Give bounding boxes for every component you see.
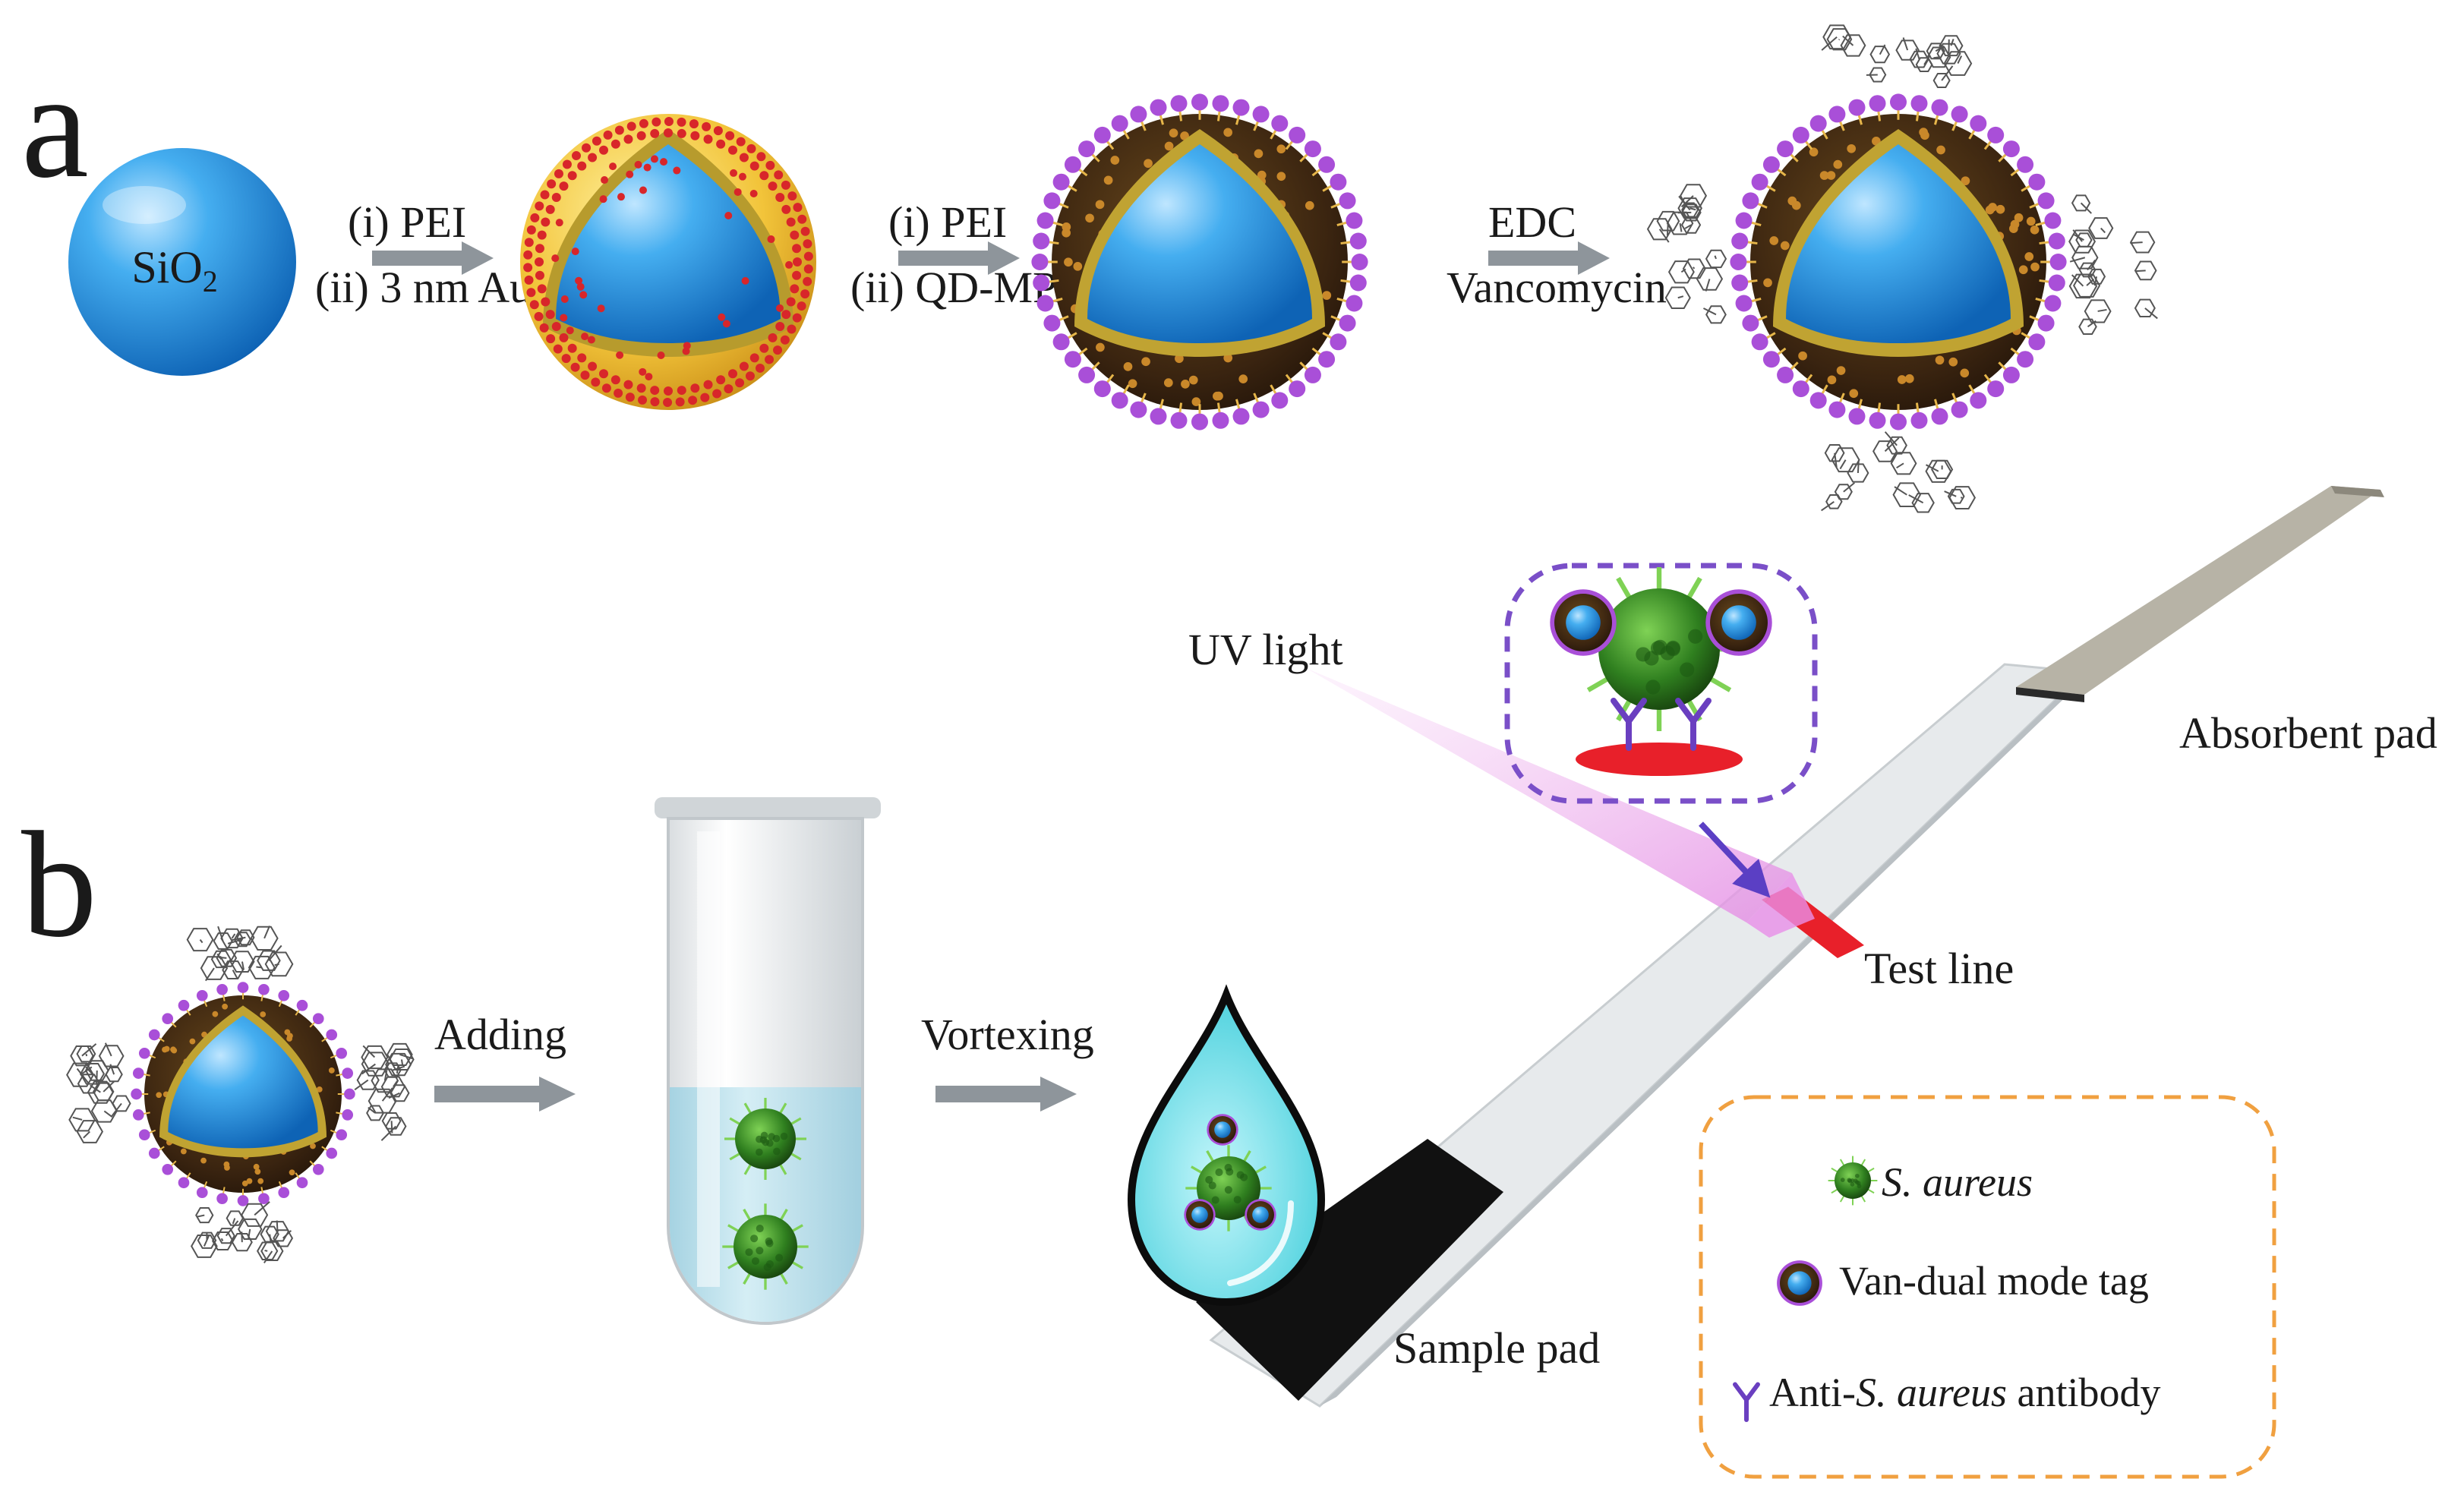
vancomycin-particle [1648,25,2157,512]
panel-b-label: b [21,801,97,969]
step2-label-1: (i) PEI [888,197,1007,247]
van-tag-particle [67,926,414,1263]
step3-label-1: EDC [1488,197,1576,247]
legend-antibody-label: Anti-S. aureus antibody [1769,1370,2160,1415]
vortexing-label: Vortexing [921,1010,1094,1059]
adding-arrow [434,1077,576,1112]
sample-droplet [1131,995,1321,1302]
legend-tag-label: Van-dual mode tag [1839,1258,2149,1304]
uv-light-label: UV light [1188,625,1343,674]
absorbent-pad-label: Absorbent pad [2179,708,2437,758]
vortexing-arrow [935,1077,1077,1112]
sample-pad-label: Sample pad [1393,1323,1600,1373]
legend-bacteria-label: S. aureus [1882,1159,2033,1205]
quantum-dot-particle [1031,93,1368,430]
test-line-label: Test line [1864,944,2014,993]
step1-label-2: (ii) 3 nm Au [315,263,532,312]
gold-seeded-particle [520,114,816,410]
adding-label: Adding [434,1010,566,1059]
step1-label-1: (i) PEI [348,197,466,247]
step3-label-2: Vancomycin [1447,263,1667,312]
absorbent-pad [2016,486,2384,702]
panel-a-label: a [21,42,89,210]
